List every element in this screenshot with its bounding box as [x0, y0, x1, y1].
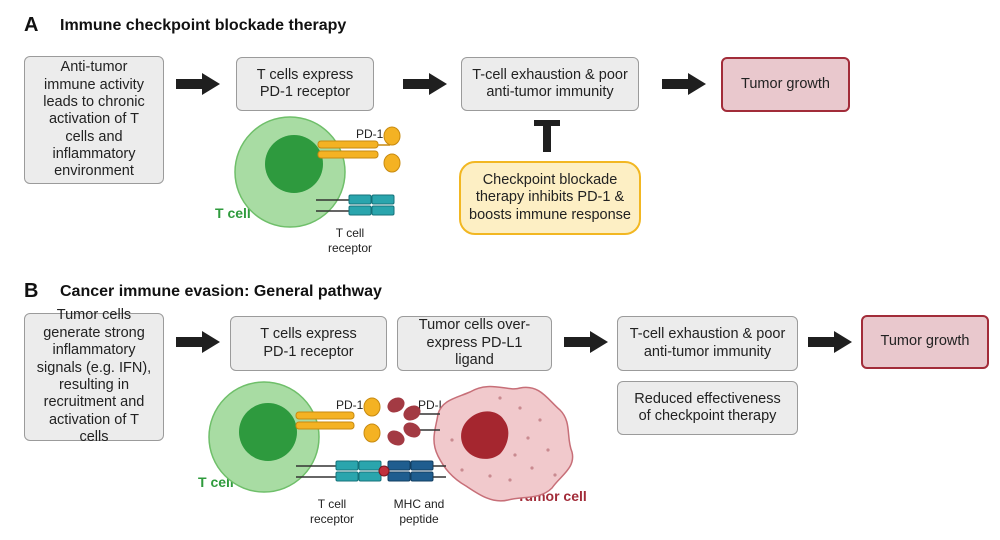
panel-a-arrow-3	[662, 73, 706, 95]
panel-a-letter: A	[24, 14, 39, 36]
panel-a-tcell	[234, 116, 401, 228]
panel-a-arrow-1	[176, 73, 220, 95]
panel-b-tcell	[208, 381, 320, 493]
panel-a-arrow-2	[403, 73, 447, 95]
panel-b-reduced-effectiveness-box: Reduced effectiveness of checkpoint ther…	[617, 381, 798, 435]
panel-a-pd1-receptor	[317, 126, 401, 173]
panel-a-step2-box: T cells express PD-1 receptor	[236, 57, 374, 111]
panel-b-title: Cancer immune evasion: General pathway	[60, 283, 382, 300]
panel-b-step2b-box: Tumor cells over- express PD-L1 ligand	[397, 316, 552, 371]
panel-b-step3-box: T-cell exhaustion & poor anti-tumor immu…	[617, 316, 798, 371]
panel-b-mhc-label: MHC and peptide	[393, 497, 445, 526]
panel-b-tumor-growth-box: Tumor growth	[861, 315, 989, 369]
panel-b-arrow-1	[176, 331, 220, 353]
panel-a-tcr	[316, 194, 395, 216]
panel-a-step1-box: Anti-tumor immune activity leads to chro…	[24, 56, 164, 184]
panel-a-tcr-label: T cell receptor	[327, 226, 373, 255]
panel-b-pd1-label: PD-1	[336, 398, 364, 412]
panel-b-arrow-2	[564, 331, 608, 353]
panel-b-tumor-cell	[433, 385, 574, 502]
panel-b-tcell-label: T cell	[198, 474, 234, 490]
panel-b-step2-box: T cells express PD-1 receptor	[230, 316, 387, 371]
panel-a-step3-box: T-cell exhaustion & poor anti-tumor immu…	[461, 57, 639, 111]
panel-b-arrow-3	[808, 331, 852, 353]
panel-a-tumor-growth-box: Tumor growth	[721, 57, 850, 112]
inhibition-bar	[534, 120, 560, 152]
checkpoint-therapy-box: Checkpoint blockade therapy inhibits PD-…	[459, 161, 641, 235]
panel-a-title: Immune checkpoint blockade therapy	[60, 17, 347, 34]
panel-a-tcell-label: T cell	[215, 205, 251, 221]
panel-b-tcr-label: T cell receptor	[309, 497, 355, 526]
panel-b-tcr	[296, 460, 382, 482]
panel-b-pdl1-ligand	[387, 397, 440, 446]
panel-b-mhc-peptide	[378, 460, 446, 482]
panel-b-pd1-receptor	[295, 397, 381, 443]
panel-a-pd1-label: PD-1	[356, 127, 384, 141]
panel-b-letter: B	[24, 280, 39, 302]
